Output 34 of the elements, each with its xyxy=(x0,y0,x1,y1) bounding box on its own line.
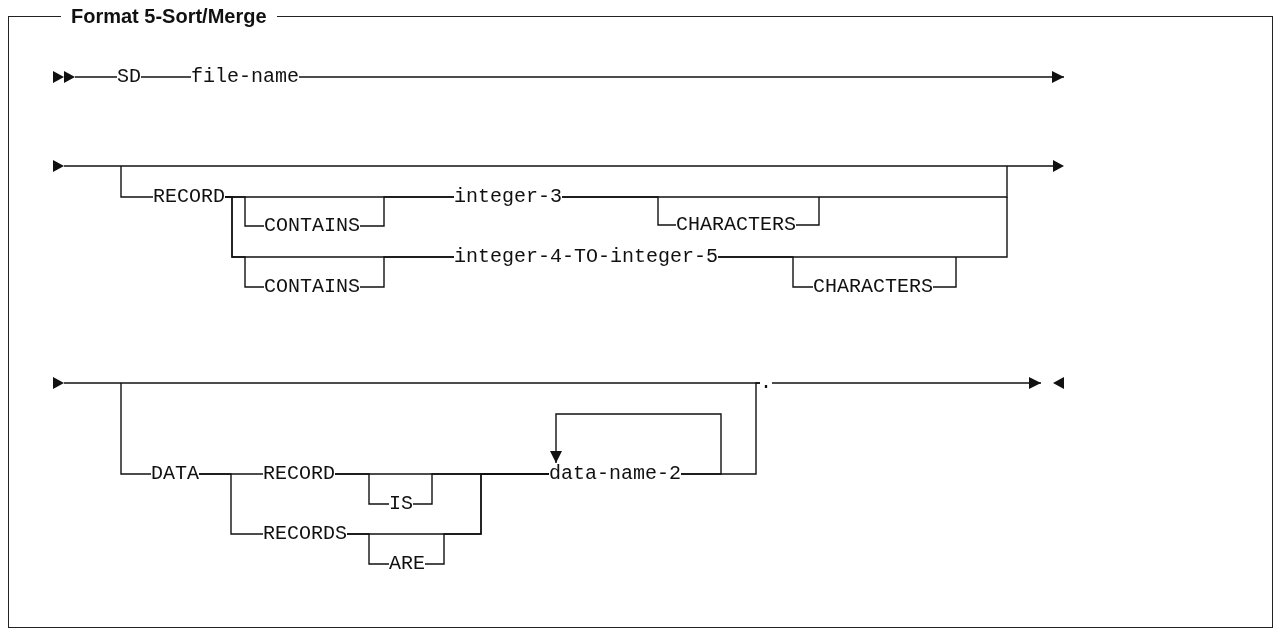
syntax-line xyxy=(63,382,761,384)
syntax-arrow xyxy=(771,377,1042,389)
syntax-keyword: RECORD xyxy=(153,187,225,207)
syntax-keyword: data-name-2 xyxy=(549,464,682,484)
syntax-line xyxy=(795,196,820,226)
syntax-line xyxy=(359,256,455,288)
syntax-line xyxy=(74,76,118,78)
start-mark-icon xyxy=(53,377,64,389)
start-mark-icon xyxy=(53,71,75,83)
syntax-keyword: RECORDS xyxy=(263,524,347,544)
syntax-keyword: ARE xyxy=(389,554,425,574)
syntax-line xyxy=(932,256,957,288)
syntax-keyword: CHARACTERS xyxy=(813,277,934,297)
syntax-line xyxy=(561,165,1008,198)
syntax-line xyxy=(717,196,1008,258)
syntax-line xyxy=(359,196,455,227)
syntax-keyword: IS xyxy=(389,494,413,514)
syntax-line xyxy=(424,473,550,565)
syntax-keyword: integer-4-TO-integer-5 xyxy=(454,247,719,267)
syntax-arrow xyxy=(298,71,1065,83)
syntax-arrow xyxy=(550,413,722,475)
syntax-line xyxy=(120,382,152,475)
syntax-keyword: CONTAINS xyxy=(264,216,360,236)
syntax-keyword: integer-3 xyxy=(454,187,563,207)
syntax-keyword: file-name xyxy=(191,67,300,87)
syntax-keyword: CONTAINS xyxy=(264,277,360,297)
syntax-keyword: CHARACTERS xyxy=(676,215,797,235)
syntax-keyword: SD xyxy=(117,67,141,87)
syntax-keyword: DATA xyxy=(151,464,199,484)
syntax-keyword: . xyxy=(760,373,772,393)
syntax-line xyxy=(198,473,264,535)
syntax-line xyxy=(140,76,192,78)
syntax-keyword: RECORD xyxy=(263,464,335,484)
syntax-line xyxy=(120,165,154,198)
